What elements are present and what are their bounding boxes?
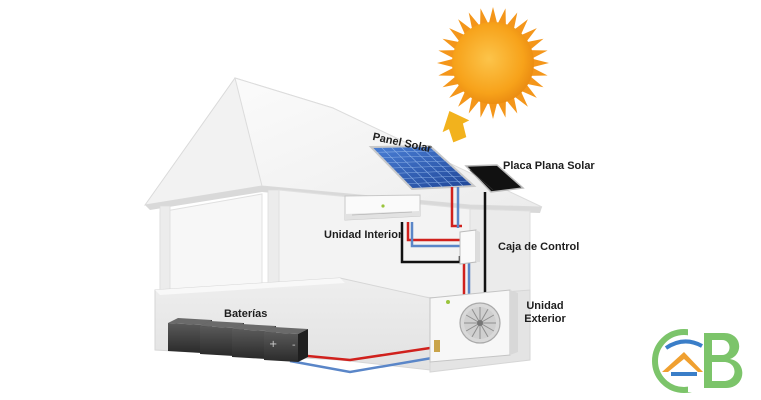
control-box — [459, 229, 480, 265]
label-caja-de-control: Caja de Control — [498, 241, 580, 253]
sun-icon — [437, 7, 549, 119]
outdoor-unit — [429, 289, 518, 363]
wires — [289, 187, 487, 374]
label-baterias: Baterías — [224, 308, 268, 320]
label-placa-plana-solar: Placa Plana Solar — [503, 160, 595, 172]
indoor-unit — [344, 194, 421, 221]
logo-icon — [652, 326, 743, 393]
flat-plate-solar — [464, 164, 525, 193]
svg-text:-: - — [292, 340, 296, 351]
batteries: +- — [168, 318, 308, 362]
label-unidad-exterior-line1: Unidad — [526, 300, 564, 312]
solar-panel — [368, 144, 477, 191]
arrow-down-icon — [442, 111, 470, 143]
label-unidad-interior: Unidad Interior — [324, 229, 403, 241]
svg-text:+: + — [269, 339, 277, 350]
label-unidad-exterior-line2: Exterior — [524, 313, 566, 325]
label-unidad-exterior: Unidad Exterior — [519, 300, 571, 326]
